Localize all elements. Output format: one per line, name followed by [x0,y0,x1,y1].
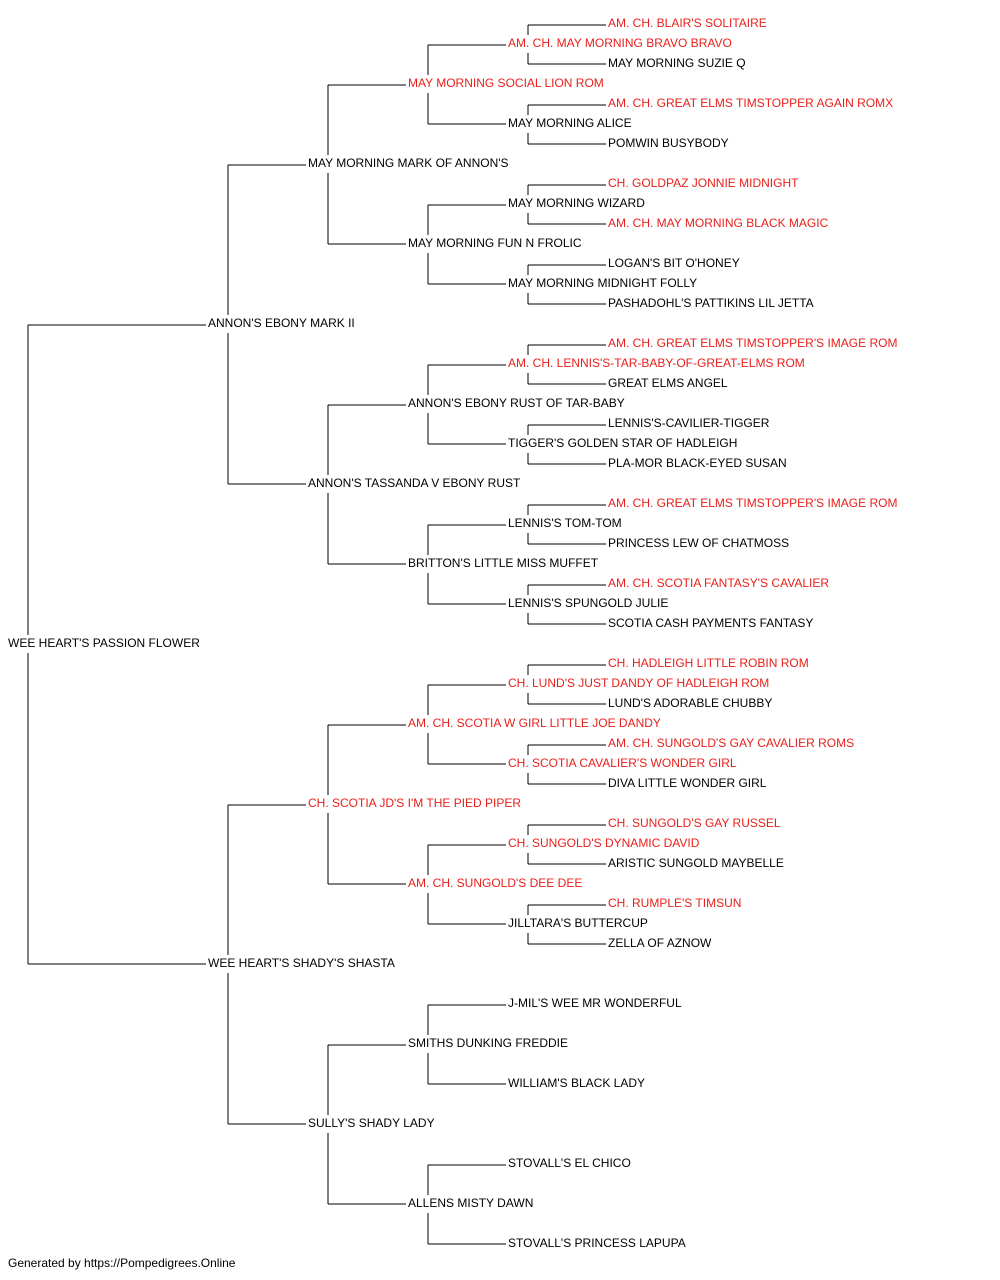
pedigree-name-root-d-d-d-d: STOVALL'S PRINCESS LAPUPA [508,1236,686,1250]
pedigree-name-root-s-d-d-d-s: AM. CH. SCOTIA FANTASY'S CAVALIER [608,576,829,590]
footer-credit: Generated by https://Pompedigrees.Online [8,1256,236,1270]
pedigree-name-root-s-d-s: ANNON'S EBONY RUST OF TAR-BABY [408,396,625,410]
pedigree-name-root-s-s-s-d-d: POMWIN BUSYBODY [608,136,729,150]
pedigree-name-root-s-s-d-d-d: PASHADOHL'S PATTIKINS LIL JETTA [608,296,814,310]
pedigree-name-root-d-s-s-d: CH. SCOTIA CAVALIER'S WONDER GIRL [508,756,737,770]
pedigree-name-root-s-d-s-s-d: GREAT ELMS ANGEL [608,376,728,390]
pedigree-name-root-s-d-d-d: LENNIS'S SPUNGOLD JULIE [508,596,668,610]
pedigree-name-root-s-d-d-s-s: AM. CH. GREAT ELMS TIMSTOPPER'S IMAGE RO… [608,496,897,510]
pedigree-name-root-d: WEE HEART'S SHADY'S SHASTA [208,956,395,970]
pedigree-name-root-s-d: ANNON'S TASSANDA V EBONY RUST [308,476,521,490]
pedigree-name-root-d-s-s-s-d: LUND'S ADORABLE CHUBBY [608,696,772,710]
pedigree-name-root-s-d-d-s-d: PRINCESS LEW OF CHATMOSS [608,536,789,550]
pedigree-name-root-s-d-d: BRITTON'S LITTLE MISS MUFFET [408,556,599,570]
pedigree-name-root-s-s-s-s-d: MAY MORNING SUZIE Q [608,56,746,70]
pedigree-name-root-d-s-d-s-d: ARISTIC SUNGOLD MAYBELLE [608,856,784,870]
pedigree-name-root-d-d: SULLY'S SHADY LADY [308,1116,435,1130]
pedigree-name-root-s-s-d-d-s: LOGAN'S BIT O'HONEY [608,256,740,270]
pedigree-name-root-d-s-d-d-d: ZELLA OF AZNOW [608,936,712,950]
pedigree-name-root-s-s-d-s: MAY MORNING WIZARD [508,196,645,210]
pedigree-name-root-d-s-s-s: CH. LUND'S JUST DANDY OF HADLEIGH ROM [508,676,769,690]
pedigree-name-root-s-d-s-d-d: PLA-MOR BLACK-EYED SUSAN [608,456,787,470]
pedigree-name-root-s-s-s-s-s: AM. CH. BLAIR'S SOLITAIRE [608,16,767,30]
pedigree-name-root-s-s-d-s-s: CH. GOLDPAZ JONNIE MIDNIGHT [608,176,799,190]
pedigree-name-root-s-d-s-s-s: AM. CH. GREAT ELMS TIMSTOPPER'S IMAGE RO… [608,336,897,350]
pedigree-name-root-s: ANNON'S EBONY MARK II [208,316,355,330]
pedigree-name-root-d-s-s-d-d: DIVA LITTLE WONDER GIRL [608,776,767,790]
pedigree-tree: WEE HEART'S PASSION FLOWER ANNON'S EBONY … [8,16,897,1250]
pedigree-name-root-s-d-s-d: TIGGER'S GOLDEN STAR OF HADLEIGH [508,436,737,450]
pedigree-name-root-s-s-s-d-s: AM. CH. GREAT ELMS TIMSTOPPER AGAIN ROMX [608,96,893,110]
pedigree-name-root-s-s-d-d: MAY MORNING MIDNIGHT FOLLY [508,276,697,290]
pedigree-name-root-d-d-s: SMITHS DUNKING FREDDIE [408,1036,568,1050]
pedigree-name-root-s-s-s: MAY MORNING SOCIAL LION ROM [408,76,604,90]
pedigree-name-root-s-d-d-s: LENNIS'S TOM-TOM [508,516,622,530]
pedigree-name-root-d-d-d-s: STOVALL'S EL CHICO [508,1156,631,1170]
pedigree-name-root-s-s-d-s-d: AM. CH. MAY MORNING BLACK MAGIC [608,216,829,230]
pedigree-name-root-d-s-d-s-s: CH. SUNGOLD'S GAY RUSSEL [608,816,781,830]
pedigree-name-root-d-s-s: AM. CH. SCOTIA W GIRL LITTLE JOE DANDY [408,716,661,730]
pedigree-name-root-d-d-s-s: J-MIL'S WEE MR WONDERFUL [508,996,682,1010]
pedigree-name-root-s-d-s-s: AM. CH. LENNIS'S-TAR-BABY-OF-GREAT-ELMS … [508,356,805,370]
pedigree-name-root-s-s-s-d: MAY MORNING ALICE [508,116,632,130]
pedigree-name-root-d-d-d: ALLENS MISTY DAWN [408,1196,533,1210]
pedigree-name-root-d-d-s-d: WILLIAM'S BLACK LADY [508,1076,645,1090]
pedigree-name-root-d-s-d-d-s: CH. RUMPLE'S TIMSUN [608,896,741,910]
pedigree-name-root-d-s-d-d: JILLTARA'S BUTTERCUP [508,916,648,930]
pedigree-name-root-d-s-s-d-s: AM. CH. SUNGOLD'S GAY CAVALIER ROMS [608,736,854,750]
pedigree-name-root-d-s-d: AM. CH. SUNGOLD'S DEE DEE [408,876,582,890]
pedigree-name-root-s-s: MAY MORNING MARK OF ANNON'S [308,156,509,170]
pedigree-name-root-s-d-s-d-s: LENNIS'S-CAVILIER-TIGGER [608,416,770,430]
pedigree-name-root: WEE HEART'S PASSION FLOWER [8,636,200,650]
pedigree-name-root-s-s-d: MAY MORNING FUN N FROLIC [408,236,582,250]
pedigree-name-root-d-s-s-s-s: CH. HADLEIGH LITTLE ROBIN ROM [608,656,809,670]
pedigree-name-root-d-s: CH. SCOTIA JD'S I'M THE PIED PIPER [308,796,521,810]
pedigree-name-root-d-s-d-s: CH. SUNGOLD'S DYNAMIC DAVID [508,836,700,850]
pedigree-name-root-s-d-d-d-d: SCOTIA CASH PAYMENTS FANTASY [608,616,813,630]
pedigree-name-root-s-s-s-s: AM. CH. MAY MORNING BRAVO BRAVO [508,36,732,50]
